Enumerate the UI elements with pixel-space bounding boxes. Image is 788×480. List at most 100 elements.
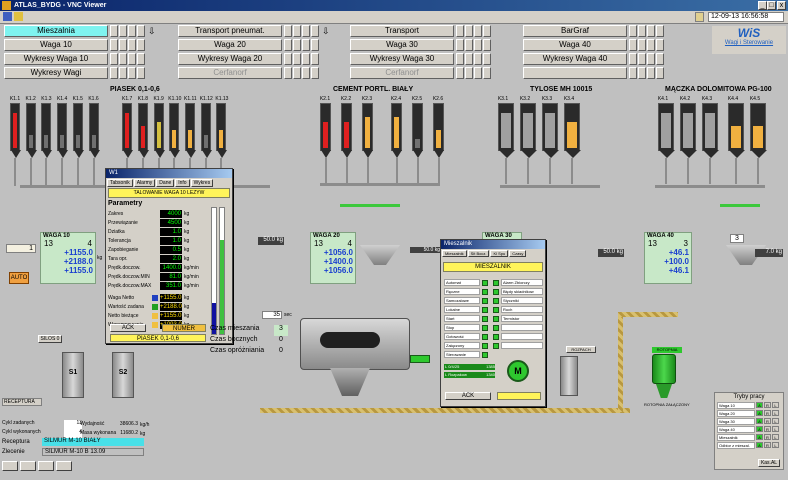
nav-slot[interactable]: [302, 67, 310, 79]
nav-button[interactable]: Wykresy Waga 30: [350, 53, 454, 65]
nav-slot[interactable]: [293, 67, 301, 79]
nav-slot[interactable]: [110, 53, 118, 65]
scroll-arrow-icon[interactable]: ⇩: [322, 26, 330, 36]
nav-slot[interactable]: [638, 39, 646, 51]
nav-slot[interactable]: [456, 67, 464, 79]
mixer-mode-row[interactable]: Start: [444, 314, 490, 323]
nav-slot[interactable]: [119, 53, 127, 65]
silo[interactable]: [41, 103, 53, 158]
nav-slot[interactable]: [119, 25, 127, 37]
nav-button[interactable]: Wykresy Waga 40: [523, 53, 627, 65]
silos0-button[interactable]: SILOS 0: [38, 335, 62, 343]
nav-slot[interactable]: [647, 53, 655, 65]
nav-button[interactable]: Cerfanorf: [178, 67, 282, 79]
nav-slot[interactable]: [456, 39, 464, 51]
nav-slot[interactable]: [284, 39, 292, 51]
silo[interactable]: [728, 103, 745, 158]
nav-slot[interactable]: [284, 67, 292, 79]
nav-button[interactable]: Waga 30: [350, 39, 454, 51]
param-value[interactable]: 4000: [160, 209, 182, 218]
nav-slot[interactable]: [647, 67, 655, 79]
silo[interactable]: [320, 103, 331, 158]
nav-slot[interactable]: [293, 25, 301, 37]
nav-slot[interactable]: [656, 39, 664, 51]
nav-button[interactable]: Wykresy Waga 10: [4, 53, 108, 65]
nav-slot[interactable]: [284, 53, 292, 65]
nav-button[interactable]: Mieszalnia: [4, 25, 108, 37]
nav-slot[interactable]: [483, 39, 491, 51]
tryby-key[interactable]: A: [756, 418, 763, 424]
recipe-stop-icon[interactable]: [38, 461, 54, 471]
transfer-icon[interactable]: [14, 12, 23, 21]
mixer-mode-row[interactable]: Sterowanie: [444, 350, 490, 359]
nav-slot[interactable]: [302, 25, 310, 37]
tryby-key[interactable]: L: [772, 434, 779, 440]
nav-button[interactable]: Wykresy Wagi: [4, 67, 108, 79]
silo[interactable]: [564, 103, 581, 158]
maximize-button[interactable]: □: [767, 1, 776, 10]
dialog-tab[interactable]: Info: [175, 179, 190, 187]
tryby-key[interactable]: L: [772, 418, 779, 424]
ack-button[interactable]: ACK: [110, 324, 146, 332]
nav-slot[interactable]: [465, 53, 473, 65]
silo[interactable]: [362, 103, 373, 158]
nav-slot[interactable]: [483, 67, 491, 79]
silo[interactable]: [498, 103, 515, 158]
tryby-key[interactable]: R: [764, 418, 771, 424]
keyboard-icon[interactable]: [695, 12, 704, 22]
nav-button[interactable]: BarGraf: [523, 25, 627, 37]
tryby-key[interactable]: A: [756, 410, 763, 416]
silo[interactable]: [72, 103, 84, 158]
nav-slot[interactable]: [119, 67, 127, 79]
tryby-key[interactable]: R: [764, 442, 771, 448]
nav-slot[interactable]: [128, 25, 136, 37]
mixer-motor[interactable]: [410, 355, 430, 363]
motor-indicator-icon[interactable]: M: [507, 360, 529, 382]
mixer-mode-row[interactable]: Gotowość: [444, 332, 490, 341]
tryby-key[interactable]: R: [764, 426, 771, 432]
nav-slot[interactable]: [465, 67, 473, 79]
tryby-key[interactable]: A: [756, 442, 763, 448]
tryby-key[interactable]: L: [772, 442, 779, 448]
scroll-arrow-icon[interactable]: ⇩: [148, 26, 156, 36]
tryby-key[interactable]: R: [764, 410, 771, 416]
dialog-tab[interactable]: Wykres: [190, 179, 214, 187]
nav-slot[interactable]: [656, 53, 664, 65]
silo[interactable]: [391, 103, 402, 158]
mixer-tab[interactable]: Czasy: [509, 250, 527, 257]
receptura-value[interactable]: SILMUR M-10 BIAŁY: [42, 438, 144, 446]
nav-slot[interactable]: [647, 39, 655, 51]
nav-slot[interactable]: [110, 67, 118, 79]
silo[interactable]: [57, 103, 69, 158]
silo[interactable]: [412, 103, 423, 158]
silo[interactable]: [542, 103, 559, 158]
mixer-mode-row[interactable]: Ręczne: [444, 287, 490, 296]
param-value[interactable]: 1.0: [160, 227, 182, 236]
nav-slot[interactable]: [137, 53, 145, 65]
zlecenie-value[interactable]: SILMUR M-10 B 13.09: [42, 448, 144, 456]
nav-slot[interactable]: [474, 25, 482, 37]
silo[interactable]: [341, 103, 352, 158]
mixer-mode-row[interactable]: Załączony: [444, 341, 490, 350]
mixer-mode-row[interactable]: Lokalne: [444, 305, 490, 314]
mixer-tab[interactable]: Sit Bocz.: [467, 250, 490, 257]
silo[interactable]: [433, 103, 444, 158]
dialog-tab[interactable]: Dane: [156, 179, 175, 187]
kas-al-button[interactable]: Kas.AL: [758, 459, 780, 467]
param-value[interactable]: 0.5: [160, 245, 182, 254]
tryby-key[interactable]: A: [756, 434, 763, 440]
nav-slot[interactable]: [483, 25, 491, 37]
silo[interactable]: [750, 103, 767, 158]
silo[interactable]: [702, 103, 719, 158]
silo[interactable]: [200, 103, 212, 158]
nav-slot[interactable]: [456, 25, 464, 37]
nav-slot[interactable]: [456, 53, 464, 65]
rotopnia-unit[interactable]: [652, 354, 676, 384]
nav-slot[interactable]: [302, 53, 310, 65]
options-icon[interactable]: [3, 12, 12, 21]
mixer-mode-row[interactable]: Automat: [444, 278, 490, 287]
nav-slot[interactable]: [311, 53, 319, 65]
param-value[interactable]: 2.0: [160, 254, 182, 263]
nav-slot[interactable]: [311, 67, 319, 79]
silo[interactable]: [122, 103, 134, 158]
